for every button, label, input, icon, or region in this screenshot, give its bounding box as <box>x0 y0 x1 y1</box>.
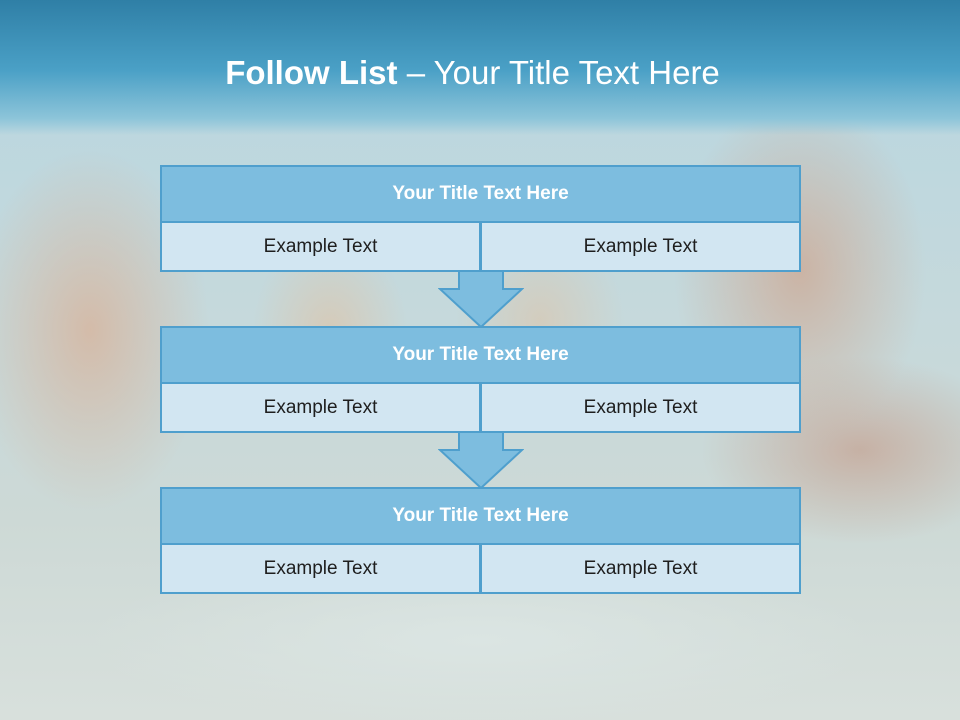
down-arrow-icon <box>438 270 524 328</box>
block-cell-left: Example Text <box>160 545 481 594</box>
block-cell-right: Example Text <box>480 223 801 272</box>
down-arrow-icon <box>438 431 524 489</box>
block-title: Your Title Text Here <box>160 165 801 223</box>
title-rest: – Your Title Text Here <box>397 54 720 91</box>
list-block-3: Your Title Text Here Example Text Exampl… <box>160 487 801 594</box>
block-cell-right: Example Text <box>480 384 801 433</box>
block-title: Your Title Text Here <box>160 487 801 545</box>
list-block-1: Your Title Text Here Example Text Exampl… <box>160 165 801 272</box>
block-cell-right: Example Text <box>480 545 801 594</box>
title-bold: Follow List <box>225 54 398 91</box>
slide-title: Follow List – Your Title Text Here <box>0 54 945 92</box>
block-title: Your Title Text Here <box>160 326 801 384</box>
list-block-2: Your Title Text Here Example Text Exampl… <box>160 326 801 433</box>
block-cell-left: Example Text <box>160 223 481 272</box>
block-cell-left: Example Text <box>160 384 481 433</box>
